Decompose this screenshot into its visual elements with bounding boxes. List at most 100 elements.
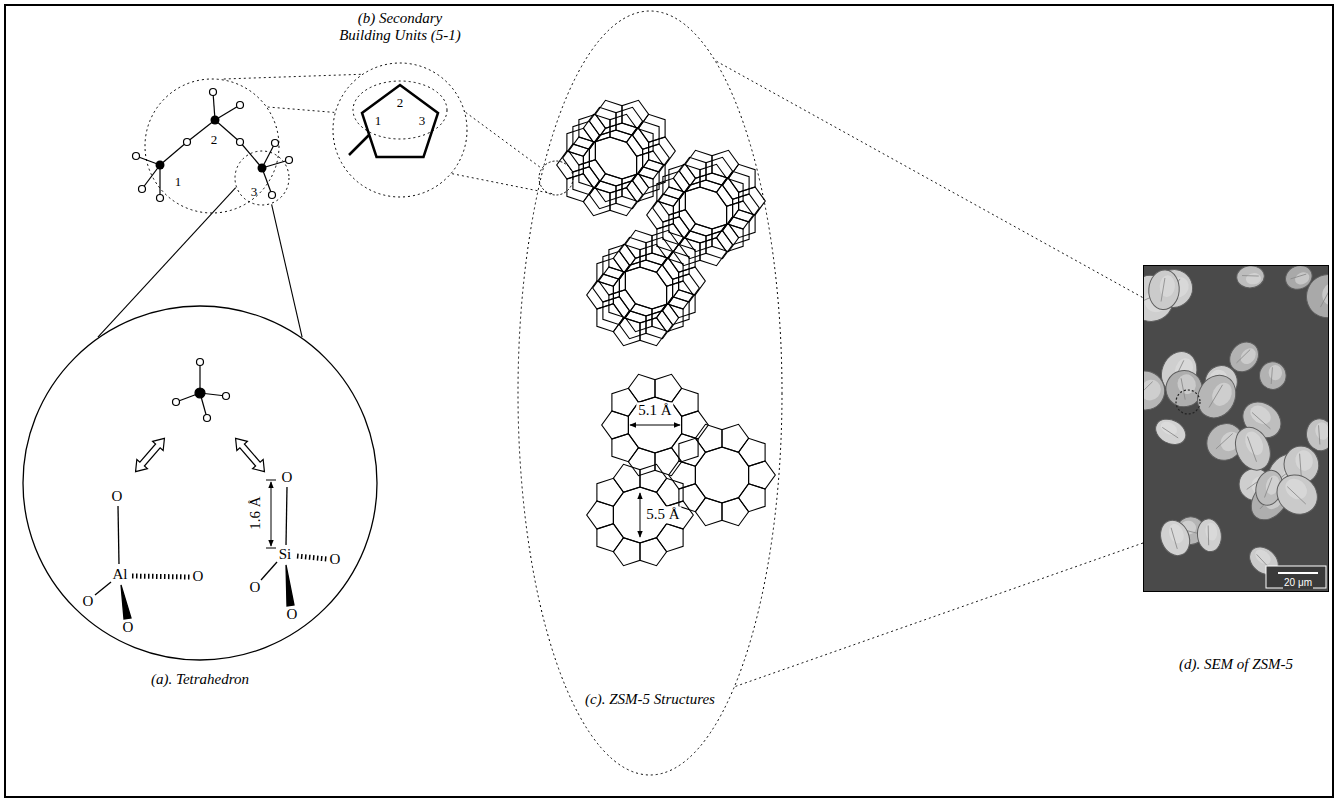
five-ring: [695, 498, 722, 526]
outline-circle: [333, 63, 467, 197]
scale-bar: [1278, 572, 1318, 574]
five-ring: [640, 318, 667, 346]
five-ring: [640, 464, 667, 492]
atom-label: O: [123, 619, 134, 636]
five-ring: [646, 311, 673, 339]
tetrahedral-atoms: [156, 116, 267, 173]
five-ring: [597, 258, 624, 286]
outline: [1143, 265, 1329, 592]
scale-label: 20 μm: [1283, 577, 1313, 589]
sbu-ring-ellipse: 123: [352, 80, 448, 140]
sem-background: [1143, 265, 1329, 592]
crystal-texture: [1298, 454, 1304, 476]
outline: [332, 62, 468, 198]
dimension-label: 5.1 Å: [636, 402, 673, 419]
five-ring: [610, 188, 637, 216]
zoom-leader-dotted: [717, 61, 1144, 297]
atom-label: O: [193, 568, 204, 585]
outline: [517, 10, 783, 776]
five-ring: [595, 174, 622, 202]
five-ring: [700, 238, 727, 266]
callout-number: 2: [397, 96, 404, 111]
five-ring: [613, 318, 640, 346]
crystal-texture: [1265, 477, 1272, 498]
five-ring: [619, 237, 646, 265]
crystal-texture: [1143, 380, 1153, 399]
crystal-highlight: [1319, 279, 1329, 309]
crystal-highlight: [1175, 372, 1198, 396]
five-ring: [625, 230, 652, 258]
five-ring: [597, 478, 624, 506]
callout-number: 3: [251, 185, 258, 200]
zoom-marker: [1176, 390, 1200, 414]
dimension-label: 1.6 Å: [247, 494, 264, 531]
sbu-circle: (b) Secondary Building Units (5-1)123: [315, 6, 485, 200]
five-ring: [706, 231, 733, 259]
crystal-highlight: [1245, 272, 1261, 285]
five-ring: [749, 461, 776, 489]
outline-circle: [145, 79, 279, 213]
five-ring: [685, 150, 712, 178]
five-ring: [616, 107, 643, 135]
five-ring: [583, 188, 610, 216]
five-ring: [679, 438, 706, 466]
chain-circle: 1 2 3: [144, 78, 280, 214]
outline-circle: [518, 11, 782, 775]
alo4-bonds: [95, 506, 190, 619]
zoom-leader-dotted: [452, 174, 553, 194]
outline: [234, 150, 290, 206]
crystal: [1269, 467, 1325, 522]
callout-number: 2: [211, 133, 218, 148]
five-ring: [573, 121, 600, 149]
crystal-highlight: [1281, 475, 1311, 504]
caption: (d). SEM of ZSM-5: [1179, 656, 1293, 673]
zoom-leader-dotted: [736, 543, 1144, 686]
outline-circle: [353, 81, 447, 139]
five-ring: [613, 464, 640, 492]
crystal-texture: [1286, 487, 1307, 504]
crystal-highlight: [1159, 275, 1176, 298]
tetrahedra-chain: [136, 92, 289, 198]
five-ring: [646, 237, 673, 265]
five-ring: [589, 181, 616, 209]
zoom-circle: 3: [234, 150, 290, 206]
five-ring: [628, 374, 655, 402]
atom-label: O: [250, 579, 261, 596]
crystal-highlight: [1293, 270, 1311, 287]
crystal-highlight: [1159, 419, 1180, 437]
crystal-texture: [1251, 413, 1272, 429]
five-ring: [637, 151, 664, 179]
crystal: [1196, 517, 1224, 553]
sem-panel: 20 μm (d). SEM of ZSM-5: [1143, 265, 1329, 675]
zsm5-ellipse: 5.1 Å5.5 Å(c). ZSM-5 Structures: [517, 10, 783, 776]
crystal-texture: [1236, 348, 1250, 364]
crystal-highlight: [1268, 365, 1282, 381]
zoom-marker: [539, 161, 573, 195]
crystal-highlight: [1314, 421, 1329, 441]
five-ring: [628, 448, 655, 476]
zoom-leader: [98, 188, 236, 338]
atom-label: O: [83, 593, 94, 610]
frame: [5, 5, 1333, 797]
crystal-texture: [1216, 432, 1233, 450]
five-ring: [589, 107, 616, 135]
five-ring: [613, 244, 640, 272]
outline-circle: [235, 151, 289, 205]
atom-label: O: [112, 488, 123, 505]
outline-circle: [23, 306, 377, 660]
crystal-texture: [1242, 274, 1259, 277]
crystal: [1147, 269, 1180, 311]
callout-number: 1: [175, 175, 182, 190]
zsm5-framework-2d: [587, 374, 776, 565]
zsm5-framework-3d: [557, 100, 766, 345]
crystal-texture: [1206, 525, 1210, 545]
crystal: [1143, 363, 1173, 418]
callout-number: 1: [375, 114, 382, 129]
bond-length-dimension: [266, 480, 276, 548]
crystal-texture: [1161, 278, 1165, 302]
five-ring: [655, 448, 682, 476]
pentagon-sbu: [349, 85, 438, 157]
crystal: [1155, 516, 1194, 560]
crystal-texture: [1246, 437, 1259, 462]
double-arrow: [130, 434, 269, 476]
